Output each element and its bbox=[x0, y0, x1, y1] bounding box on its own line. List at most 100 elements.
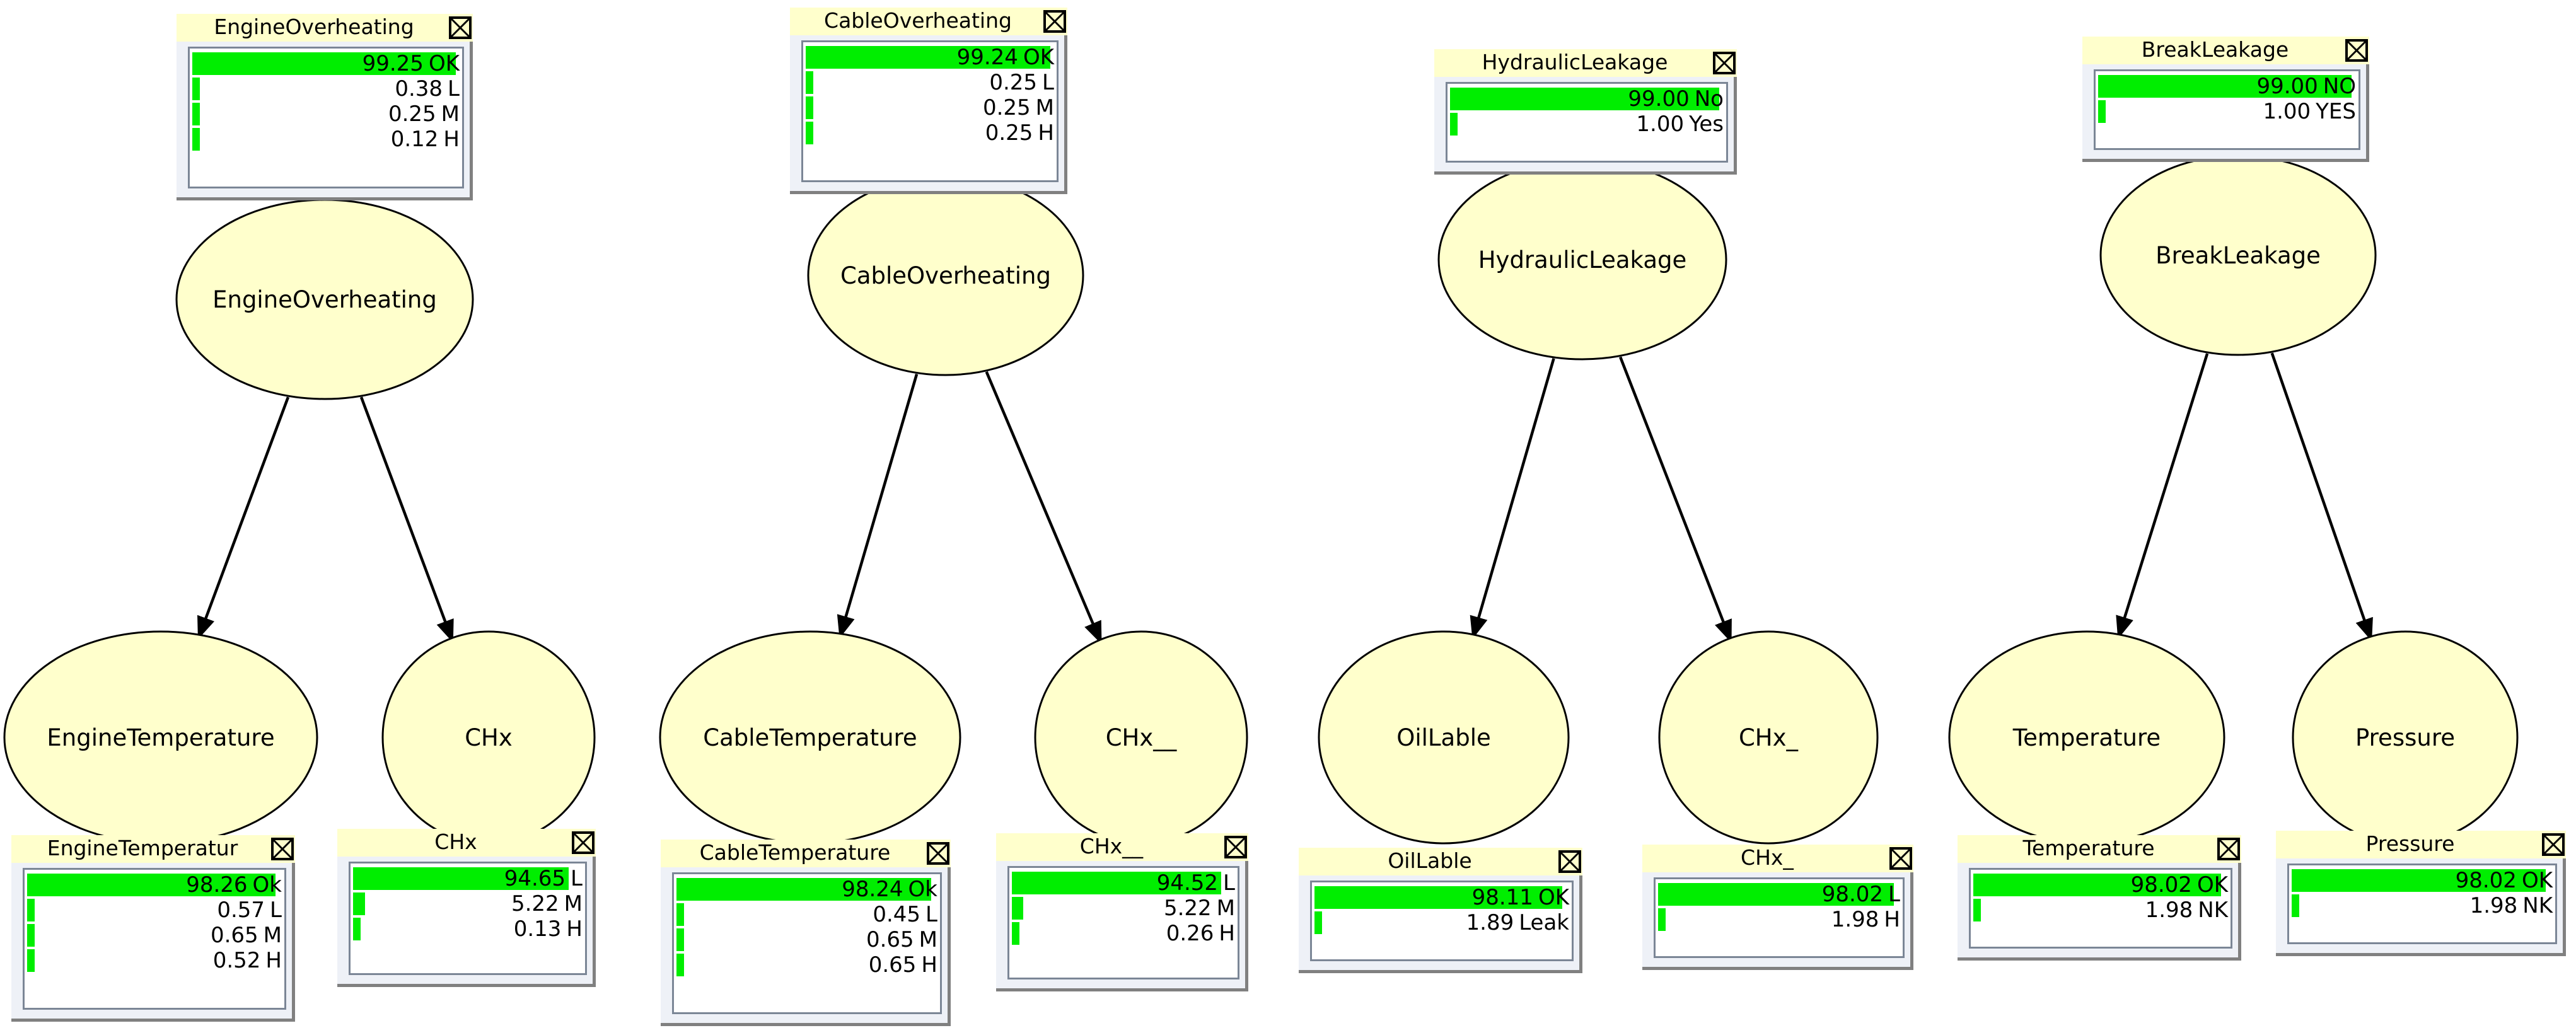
belief-value: 1.98 bbox=[2469, 893, 2518, 918]
close-icon[interactable] bbox=[1713, 52, 1736, 74]
monitor-title-bar[interactable]: BreakLeakage bbox=[2082, 37, 2369, 64]
close-icon[interactable] bbox=[449, 16, 472, 39]
close-icon[interactable] bbox=[2217, 838, 2240, 860]
monitor-title-label: CableTemperature bbox=[699, 842, 891, 865]
monitor-title-bar[interactable]: Pressure bbox=[2276, 831, 2566, 858]
close-icon[interactable] bbox=[271, 838, 294, 860]
monitor-title-bar[interactable]: CHx__ bbox=[996, 833, 1248, 861]
monitor-title-bar[interactable]: CHx bbox=[337, 829, 596, 857]
monitor-title-bar[interactable]: CableOverheating bbox=[790, 8, 1067, 35]
network-node-pressure[interactable]: Pressure bbox=[2292, 630, 2519, 845]
monitor-title-bar[interactable]: CableTemperature bbox=[661, 840, 951, 867]
network-node-engineoverheating[interactable]: EngineOverheating bbox=[175, 199, 474, 400]
belief-bar bbox=[192, 52, 456, 75]
network-node-breakleakage[interactable]: BreakLeakage bbox=[2099, 154, 2377, 356]
monitor-title-bar[interactable]: EngineTemperatur bbox=[11, 835, 295, 863]
belief-bar bbox=[192, 128, 200, 151]
monitor-title-bar[interactable]: EngineOverheating bbox=[177, 14, 473, 42]
close-icon[interactable] bbox=[572, 831, 595, 854]
network-node-hydraulicleakage[interactable]: HydraulicLeakage bbox=[1437, 159, 1727, 361]
network-node-oillable[interactable]: OilLable bbox=[1318, 630, 1570, 845]
network-node-temperature[interactable]: Temperature bbox=[1948, 630, 2225, 845]
network-node-enginetemperature[interactable]: EngineTemperature bbox=[3, 630, 318, 845]
network-node-cabletemperature[interactable]: CableTemperature bbox=[659, 630, 961, 845]
close-icon[interactable] bbox=[2542, 833, 2565, 856]
network-node-chx[interactable]: CHx bbox=[381, 630, 596, 845]
network-node-chx_[interactable]: CHx_ bbox=[1658, 630, 1879, 845]
close-icon[interactable] bbox=[927, 842, 949, 865]
network-node-chx__[interactable]: CHx__ bbox=[1034, 630, 1248, 845]
monitor-title-bar[interactable]: OilLable bbox=[1299, 848, 1582, 875]
monitor-title-bar[interactable]: CHx_ bbox=[1642, 845, 1913, 872]
node-label: BreakLeakage bbox=[2155, 241, 2321, 269]
monitor-title-bar[interactable]: Temperature bbox=[1958, 835, 2241, 863]
close-icon[interactable] bbox=[2345, 39, 2368, 62]
close-icon[interactable] bbox=[1224, 836, 1247, 858]
close-icon[interactable] bbox=[1043, 10, 1066, 33]
network-node-cableoverheating[interactable]: CableOverheating bbox=[807, 175, 1084, 376]
belief-bar bbox=[1973, 899, 1981, 921]
close-icon[interactable] bbox=[1558, 850, 1581, 873]
close-icon[interactable] bbox=[1889, 847, 1912, 870]
monitor-title-bar[interactable]: HydraulicLeakage bbox=[1434, 49, 1737, 77]
